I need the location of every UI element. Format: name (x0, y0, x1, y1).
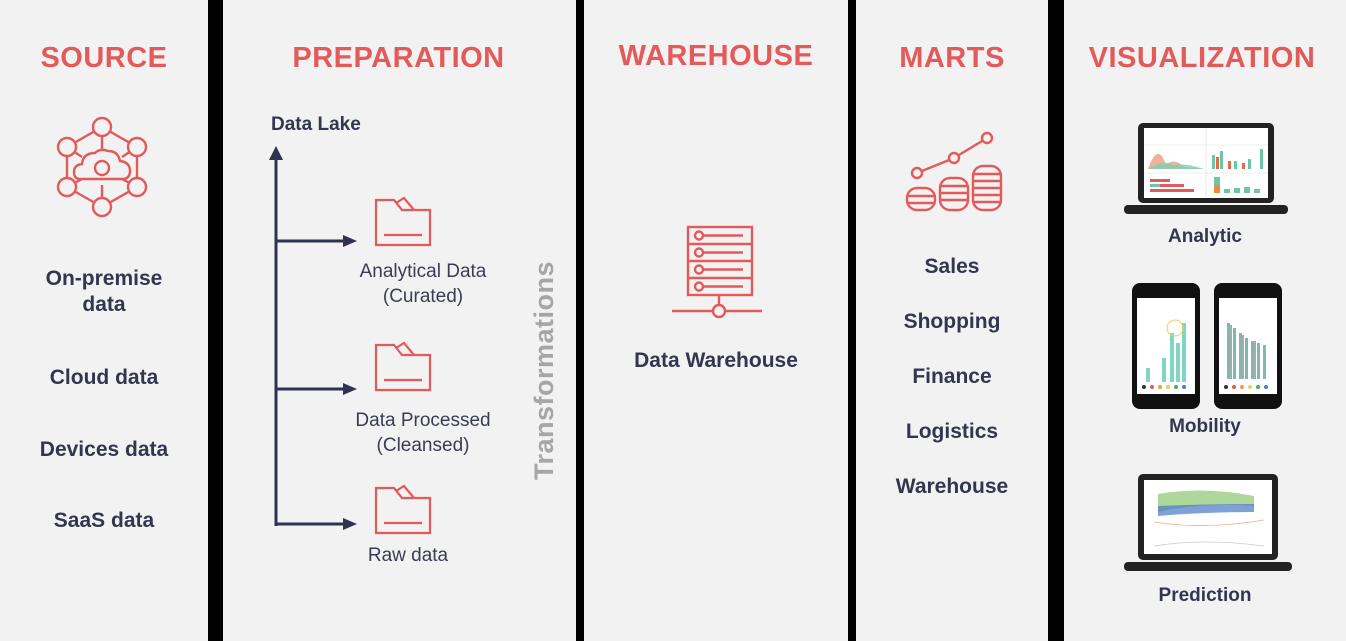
folder-icon-raw (374, 484, 432, 535)
mart-sales: Sales (924, 255, 980, 278)
mart-logistics: Logistics (905, 420, 999, 443)
source-item-devices: Devices data (39, 438, 169, 461)
viz-mobility-label: Mobility (1169, 416, 1241, 437)
server-rack-icon (672, 225, 762, 319)
network-cloud-icon (56, 116, 148, 218)
coins-growth-icon (905, 131, 1003, 212)
source-title: SOURCE (40, 42, 168, 74)
viz-analytic-label: Analytic (1168, 226, 1242, 247)
folder-icon-curated (374, 196, 432, 247)
layer-raw-label: Raw data (367, 545, 449, 566)
layer-curated-label: Analytical Data(Curated) (359, 261, 487, 307)
column-source: SOURCE On-premise data Cloud data Device… (0, 0, 208, 641)
visualization-title: VISUALIZATION (1088, 42, 1316, 74)
flow-arrows (269, 146, 357, 530)
source-item-on-premise: On-premise data (45, 267, 163, 316)
preparation-title: PREPARATION (292, 42, 505, 74)
data-lake-label: Data Lake (271, 114, 361, 135)
warehouse-title: WAREHOUSE (618, 40, 814, 72)
column-marts: MARTS Sales Shopping Finance Logistics W… (856, 0, 1048, 641)
data-warehouse-label: Data Warehouse (634, 349, 798, 372)
viz-prediction-label: Prediction (1158, 585, 1252, 606)
marts-title: MARTS (899, 42, 1005, 74)
transformations-label: Transformations (529, 260, 559, 480)
layer-cleansed-label: Data Processed(Cleansed) (355, 410, 491, 456)
laptop-dashboard-icon (1124, 123, 1288, 214)
source-item-saas: SaaS data (53, 509, 155, 532)
phones-chart-icon (1132, 283, 1282, 409)
mart-shopping: Shopping (903, 310, 1001, 333)
mart-finance: Finance (912, 365, 992, 388)
column-preparation: PREPARATION Data Lake Analytical Data(Cu… (223, 0, 576, 641)
column-warehouse: WAREHOUSE Data Warehouse (584, 0, 848, 641)
laptop-scatter-icon (1124, 474, 1292, 571)
column-visualization: VISUALIZATION Analytic Mobility Predic (1064, 0, 1346, 641)
folder-icon-cleansed (374, 341, 432, 392)
mart-warehouse: Warehouse (895, 475, 1009, 498)
source-item-cloud: Cloud data (49, 366, 159, 389)
